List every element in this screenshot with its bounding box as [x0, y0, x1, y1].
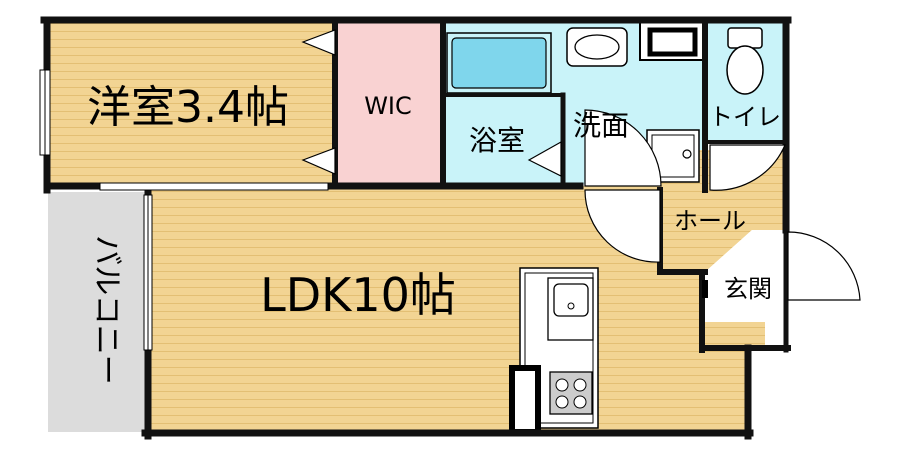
wic-door-lower	[301, 147, 336, 175]
bathroom-door	[527, 140, 562, 177]
entrance-floor	[705, 230, 785, 345]
window-south-western-room	[99, 182, 329, 191]
entrance-label: 玄関	[724, 275, 772, 303]
fridge-space	[509, 365, 541, 435]
balcony-label: バルコニー	[89, 235, 124, 384]
washroom-label: 洗面	[573, 109, 629, 142]
wic-floor	[335, 22, 443, 184]
toilet-label: トイレ	[709, 103, 781, 131]
fixtures	[446, 21, 764, 435]
stove-icon	[549, 371, 593, 415]
western-room-floor	[50, 22, 335, 184]
toilet-door	[709, 144, 786, 191]
western-room-label: 洋室3.4帖	[87, 82, 289, 133]
wic-label: WIC	[364, 92, 412, 120]
ldk-door	[584, 189, 661, 263]
toilet-bowl-icon	[726, 45, 764, 95]
balcony-floor	[48, 192, 146, 432]
wic-door-upper	[301, 29, 336, 56]
room-labels: 洋室3.4帖 WIC 浴室 洗面 トイレ ホール 玄関 LDK10帖 バルコニー	[87, 82, 781, 385]
openings	[39, 29, 861, 351]
entrance-door	[787, 231, 861, 301]
ldk-label: LDK10帖	[260, 268, 456, 322]
washroom-door	[584, 109, 662, 187]
hall-label: ホール	[674, 207, 746, 235]
bathroom-label: 浴室	[469, 124, 525, 157]
entrance-step	[705, 322, 765, 345]
toilet-tank-icon	[727, 27, 763, 49]
